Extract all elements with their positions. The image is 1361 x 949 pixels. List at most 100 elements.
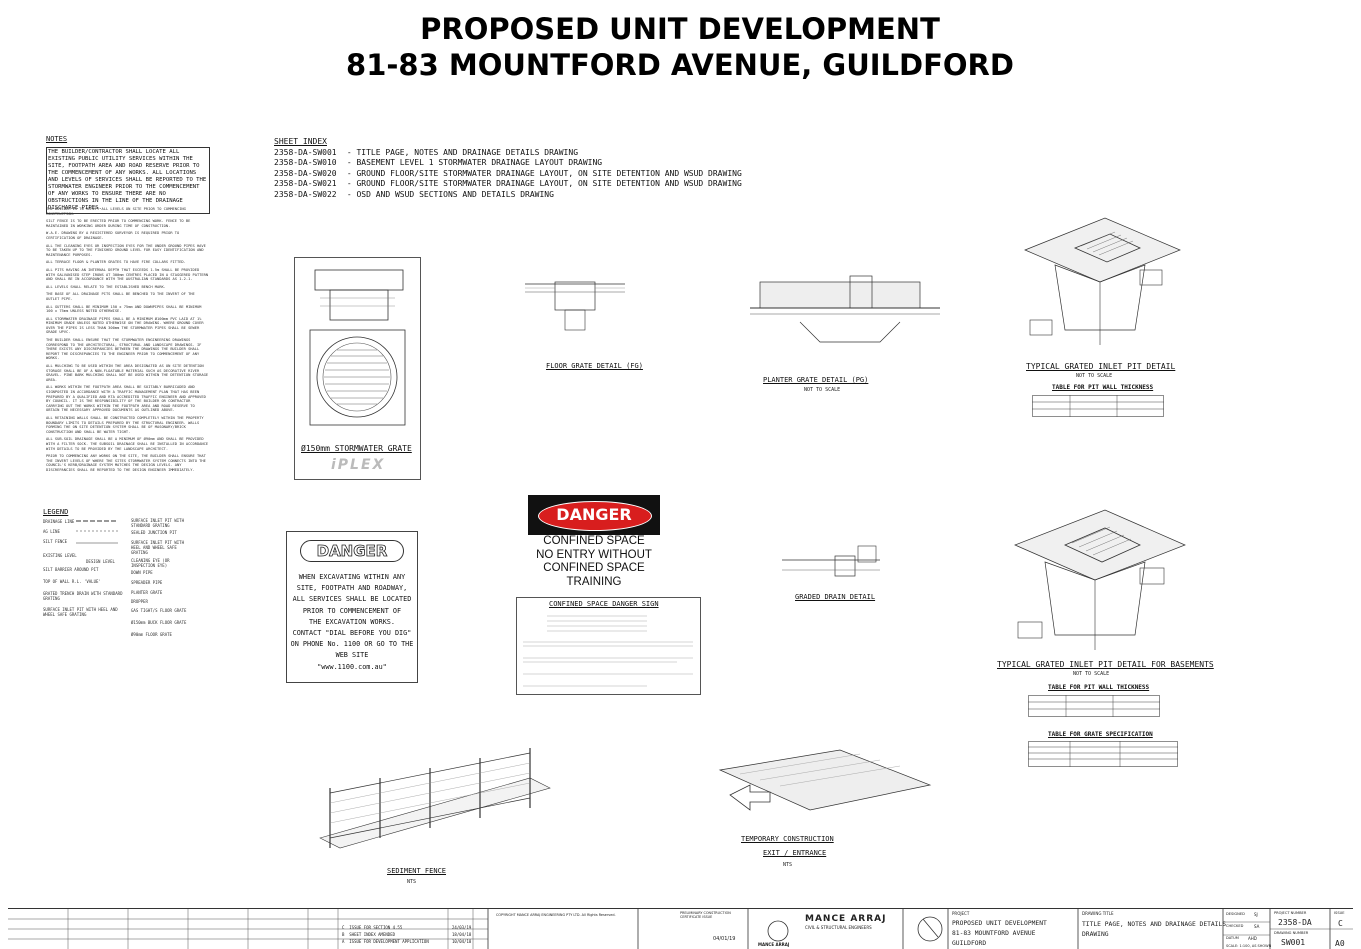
confined-line: TRAINING xyxy=(566,576,622,589)
title-block-grid xyxy=(8,909,1353,949)
planter-grate-caption: PLANTER GRATE DETAIL (PG) xyxy=(763,376,869,384)
danger-line: THE EXCAVATION WORKS. xyxy=(309,617,395,626)
note-item: ALL WORKS WITHIN THE FOOTPATH AREA SHALL… xyxy=(46,385,206,413)
company-sub: CIVIL & STRUCTURAL ENGINEERS xyxy=(805,925,872,930)
revision-row: B SHEET INDEX AMENDED xyxy=(342,932,395,937)
note-item: W.A.E. DRAWING BY A REGISTERED SURVEYOR … xyxy=(46,231,180,240)
notes-first-note: THE BUILDER/CONTRACTOR SHALL LOCATE ALL … xyxy=(46,147,210,214)
sheet-index-row: 2358-DA-SW020 - GROUND FLOOR/SITE STORMW… xyxy=(274,168,742,178)
danger-line: CONTACT "DIAL BEFORE YOU DIG" xyxy=(292,629,412,638)
revision-date: 18/04/18 xyxy=(452,932,472,937)
legend-left-column: DRAINAGE LINE AG LINE SILT FENCE EXISTIN… xyxy=(43,519,128,623)
revision-date: 10/04/18 xyxy=(452,939,472,944)
sheet-desc: GROUND FLOOR/SITE STORMWATER DRAINAGE LA… xyxy=(356,168,742,178)
basement-table2 xyxy=(1028,741,1178,767)
sheet-index: SHEET INDEX 2358-DA-SW001 - TITLE PAGE, … xyxy=(274,137,742,200)
legend-item: PLANTER GRATE xyxy=(131,590,163,595)
issue-label: ISSUE xyxy=(1334,911,1345,915)
legend-item: Ø150mm BUCK FLOOR GRATE xyxy=(131,620,187,625)
checked-label: CHECKED xyxy=(1226,924,1244,928)
danger-confined-text: CONFINED SPACE NO ENTRY WITHOUT CONFINED… xyxy=(528,535,660,590)
page-title-line1: PROPOSED UNIT DEVELOPMENT xyxy=(420,12,940,46)
project-line2: 81-83 MOUNTFORD AVENUE xyxy=(952,930,1036,937)
designed-label: DESIGNED xyxy=(1226,912,1245,916)
drawing-title-label: DRAWING TITLE xyxy=(1082,911,1114,916)
confined-line: CONFINED SPACE xyxy=(543,562,645,575)
note-item: ALL LEVELS SHALL RELATE TO THE ESTABLISH… xyxy=(46,284,166,289)
danger-confined-header: DANGER xyxy=(556,505,632,524)
note-item: ALL SUB-SOIL DRAINAGE SHALL BE A MINIMUM… xyxy=(46,437,209,451)
floor-grate-drawing xyxy=(525,281,625,331)
note-item: ALL TERRACE FLOOR & PLANTER GRATES TO HA… xyxy=(46,260,186,265)
confined-space-spec-box: CONFINED SPACE DANGER SIGN xyxy=(516,597,701,695)
temp-exit-caption-2: EXIT / ENTRANCE xyxy=(763,849,827,857)
sheet-index-heading: SHEET INDEX xyxy=(274,137,327,146)
danger-confined-oval xyxy=(538,501,652,531)
inlet-pit-caption: TYPICAL GRATED INLET PIT DETAIL xyxy=(1026,362,1176,371)
note-item: ALL MULCHING TO BE USED WITHIN THE AREA … xyxy=(46,364,209,382)
inlet-pit-basement-scale: NOT TO SCALE xyxy=(1073,671,1110,677)
revision-row: A ISSUE FOR DEVELOPMENT APPLICATION xyxy=(342,939,429,944)
sheet-index-row: 2358-DA-SW021 - GROUND FLOOR/SITE STORMW… xyxy=(274,179,742,189)
legend-item: GRATED TRENCH DRAIN WITH STANDARD GRATIN… xyxy=(43,591,123,601)
temp-exit-drawing xyxy=(718,749,932,811)
sheet-code: 2358-DA-SW001 xyxy=(274,148,337,157)
planter-grate-scale: NOT TO SCALE xyxy=(804,387,841,393)
issue-value: C xyxy=(1338,919,1343,928)
page-title-line2: 81-83 MOUNTFORD AVENUE, GUILDFORD xyxy=(346,48,1014,82)
legend-item: DROPPER xyxy=(131,599,148,604)
revision-date: 24/03/19 xyxy=(452,925,472,930)
note-item: PRIOR TO COMMENCING ANY WORKS ON THE SIT… xyxy=(46,454,206,472)
legend-item: SURFACE INLET PIT WITH HEEL AND WHEEL SA… xyxy=(131,540,184,555)
legend-item: GAS TIGHT/S FLOOR GRATE xyxy=(131,608,187,613)
sediment-fence-caption: SEDIMENT FENCE xyxy=(387,867,447,875)
note-item: THE BASE OF ALL DRAINAGE PITS SHALL BE B… xyxy=(46,292,195,301)
revision-letter: B xyxy=(342,932,345,937)
notes-heading: NOTES xyxy=(46,135,68,143)
drawing-title-line2: DRAWING xyxy=(1082,931,1109,938)
legend-item: Ø90mm FLOOR GRATE xyxy=(131,632,172,637)
sediment-fence-drawing xyxy=(319,748,551,849)
danger-line: WEB SITE xyxy=(335,651,369,660)
scale-text: SCALE: 1:100, AS SHOWN xyxy=(1226,944,1272,948)
stormwater-grate-detail: Ø150mm STORMWATER GRATE iPLEX xyxy=(294,257,421,480)
legend-item: TOP OF WALL R.L. 'VALUE' xyxy=(43,579,101,584)
project-line1: PROPOSED UNIT DEVELOPMENT xyxy=(952,920,1047,927)
danger-excavation-text: WHEN EXCAVATING WITHIN ANY SITE, FOOTPAT… xyxy=(289,572,415,673)
confined-space-spec-lines xyxy=(523,615,693,687)
basement-table1 xyxy=(1028,695,1160,717)
project-label: PROJECT xyxy=(952,911,970,916)
inlet-pit-table xyxy=(1032,395,1164,417)
legend-heading: LEGEND xyxy=(43,508,69,516)
stormwater-grate-drawing xyxy=(309,269,406,426)
confined-line: CONFINED SPACE xyxy=(543,535,645,547)
temp-exit-scale: NTS xyxy=(783,862,793,868)
revision-letter: C xyxy=(342,925,345,930)
inlet-pit-basement-caption: TYPICAL GRATED INLET PIT DETAIL FOR BASE… xyxy=(997,660,1214,669)
datum-value: AHD xyxy=(1248,936,1257,941)
sheet-size: A0 xyxy=(1335,939,1345,948)
danger-line: SITE, FOOTPATH AND ROADWAY, xyxy=(296,584,408,593)
drawing-number-label: DRAWING NUMBER xyxy=(1274,931,1309,935)
note-item: ALL GUTTERS SHALL BE MINIMUM 150 x 75mm … xyxy=(46,304,202,314)
sheet-desc: GROUND FLOOR/SITE STORMWATER DRAINAGE LA… xyxy=(356,179,742,189)
danger-line: "www.1100.com.au" xyxy=(317,662,387,671)
basement-table1-heading: TABLE FOR PIT WALL THICKNESS xyxy=(1048,684,1150,691)
project-number: 2358-DA xyxy=(1278,918,1312,927)
basement-table2-heading: TABLE FOR GRATE SPECIFICATION xyxy=(1048,731,1153,738)
revision-desc: ISSUE FOR SECTION 4.55 xyxy=(349,925,403,930)
legend-item: DRAINAGE LINE xyxy=(43,519,75,524)
drawing-title-line1: TITLE PAGE, NOTES AND DRAINAGE DETAILS xyxy=(1082,921,1227,928)
sheet-code: 2358-DA-SW022 xyxy=(274,189,337,199)
note-item: ALL RETAINING WALLS SHALL BE CONSTRUCTED… xyxy=(46,415,204,434)
datum-label: DATUM xyxy=(1226,936,1239,940)
danger-line: PRIOR TO COMMENCEMENT OF xyxy=(302,606,402,615)
legend-item: AG LINE xyxy=(43,529,60,534)
note-item: THE BUILDER SHALL ENSURE THAT THE STORMW… xyxy=(46,338,202,361)
revision-letter: A xyxy=(342,939,345,944)
designed-value: SJ xyxy=(1254,912,1258,917)
danger-excavation-sign: DANGER WHEN EXCAVATING WITHIN ANY SITE, … xyxy=(286,531,418,683)
notes-list: THE BUILDER IS TO VERIFY ALL LEVELS ON S… xyxy=(46,207,210,476)
legend-item: CLEANING EYE (OR INSPECTION EYE) xyxy=(131,558,170,568)
revision-desc: SHEET INDEX AMENDED xyxy=(349,932,396,937)
